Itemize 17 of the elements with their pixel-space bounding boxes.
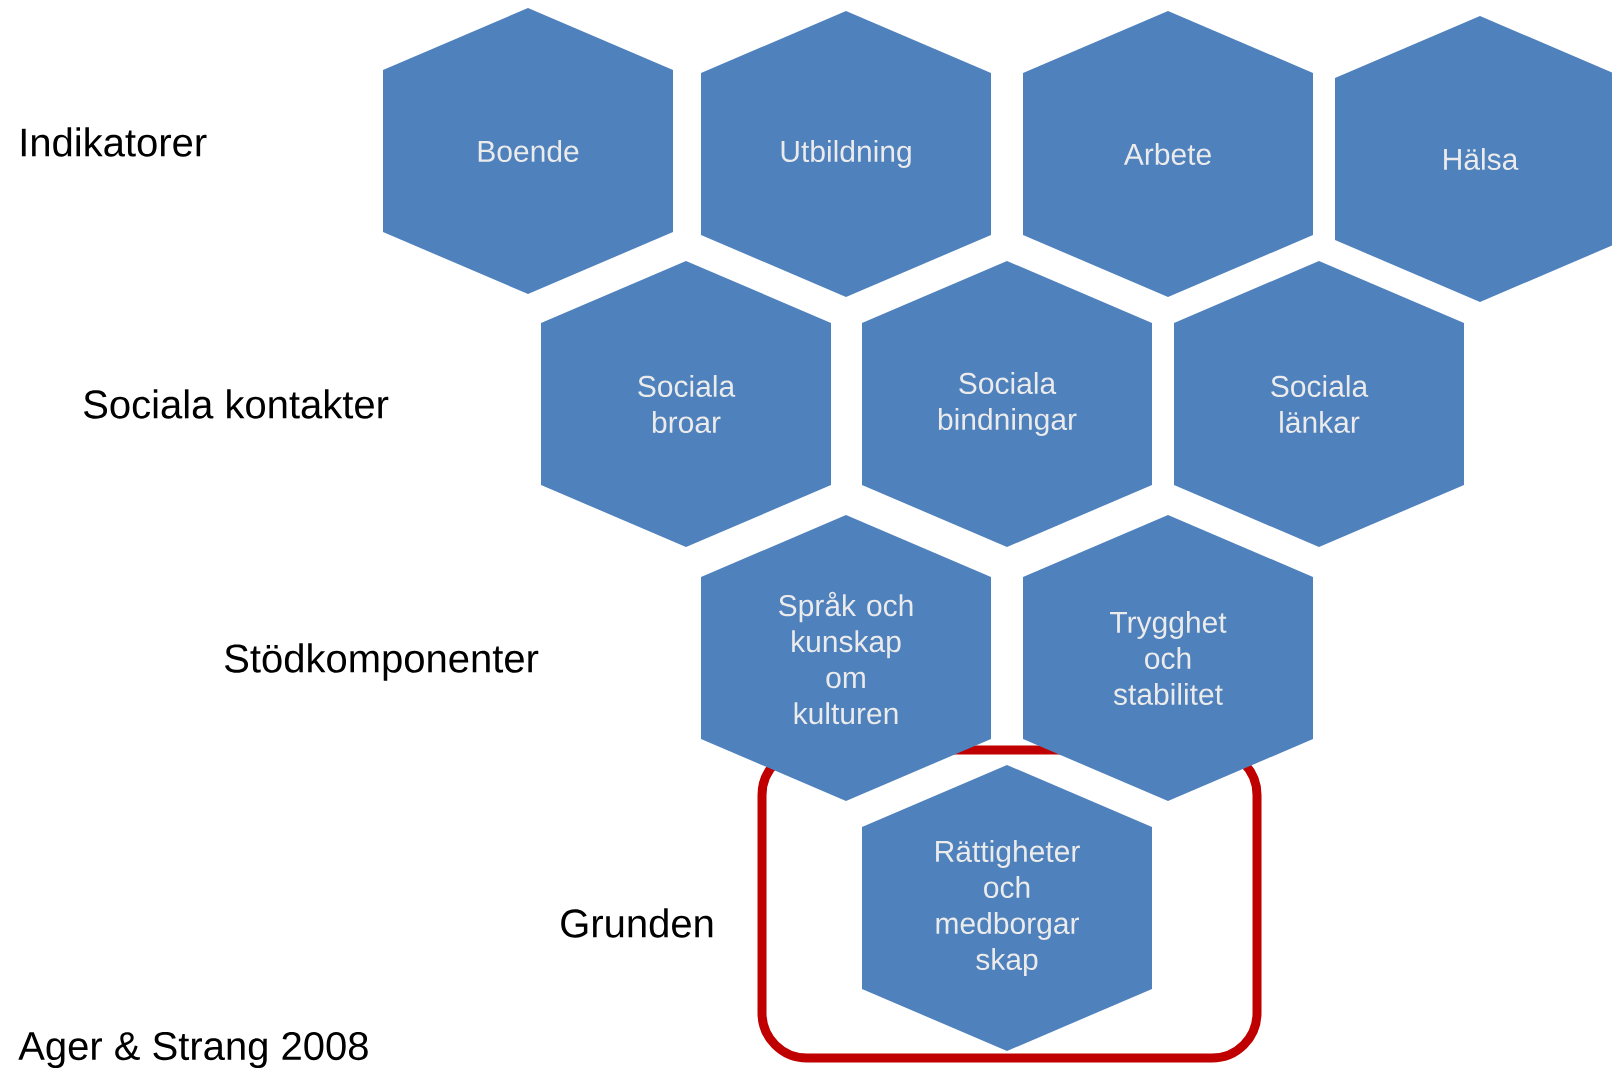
row-label: Ager & Strang 2008 <box>18 1031 368 1068</box>
hexagon: Hälsa <box>1335 16 1612 302</box>
node-label: Sociala länkar <box>1271 374 1369 434</box>
hexagon: Arbete <box>1023 11 1313 297</box>
node-label: Rättigheter och medborgar skap <box>936 840 1080 976</box>
row-label: Stödkomponenter <box>225 643 539 681</box>
hexagon: Sociala länkar <box>1174 261 1464 547</box>
row-label: Sociala kontakter <box>84 389 389 419</box>
row-label: Indikatorer <box>21 127 207 157</box>
hexagon: Boende <box>383 8 673 294</box>
hexagon: Trygghet och stabilitet <box>1023 515 1313 801</box>
hexagon: Sociala bindningar <box>862 261 1152 547</box>
hexagon: Utbildning <box>701 11 991 297</box>
hexagon: Sociala broar <box>541 261 831 547</box>
row-label: Grunden <box>561 908 713 938</box>
hexagon: Rättigheter och medborgar skap <box>862 765 1152 1051</box>
hexagon: Språk och kunskap om kulturen <box>701 515 991 801</box>
